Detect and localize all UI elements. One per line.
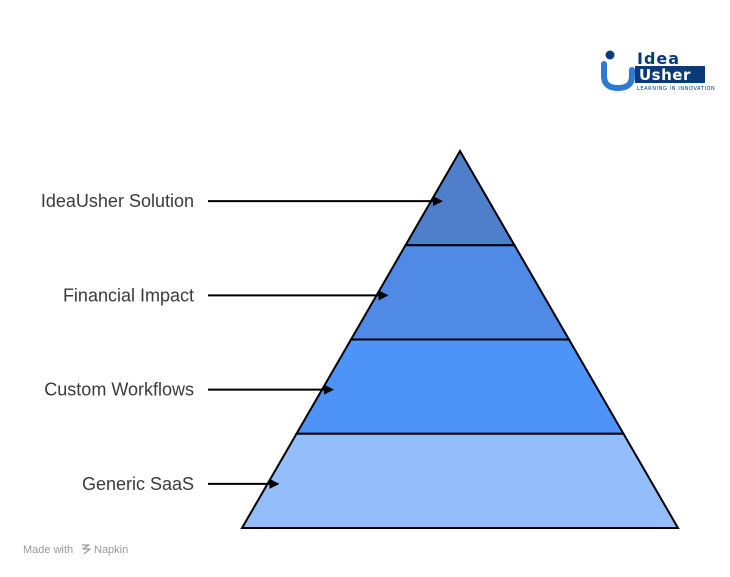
level-label-3: Custom Workflows <box>44 380 194 400</box>
arrow-right-icon <box>208 290 389 301</box>
level-label-1: IdeaUsher Solution <box>41 191 194 211</box>
logo-u-icon <box>601 61 635 92</box>
pyramid-level-3 <box>294 338 626 435</box>
logo-dot <box>605 50 615 60</box>
pyramid-level-4 <box>240 432 680 529</box>
logo-tagline: LEARNING IN INNOVATION <box>637 86 715 92</box>
arrow-right-icon <box>208 478 280 489</box>
level-label-4: Generic SaaS <box>82 474 194 494</box>
arrow-right-icon <box>208 384 335 395</box>
ideausher-logo: Idea Usher LEARNING IN INNOVATION <box>601 49 715 92</box>
arrow-right-icon <box>208 196 444 207</box>
logo-word-top: Idea <box>637 49 680 68</box>
pyramid-level-2 <box>349 244 571 341</box>
napkin-icon <box>82 544 91 555</box>
pyramid-level-1 <box>403 149 517 247</box>
footer: Made with Napkin <box>23 544 128 556</box>
footer-brand: Napkin <box>94 544 128 556</box>
footer-made-with: Made with <box>23 544 73 556</box>
level-label-2: Financial Impact <box>63 285 194 305</box>
logo-word-bottom: Usher <box>639 66 691 84</box>
logo-word-bottom-bg <box>635 66 705 83</box>
pyramid <box>240 149 680 529</box>
